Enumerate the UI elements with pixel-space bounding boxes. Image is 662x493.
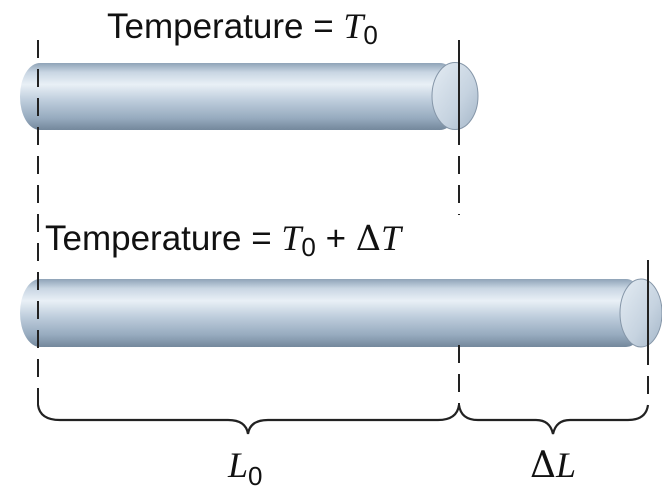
length-label-sub: 0 [248, 461, 262, 491]
top-label-var: T [343, 6, 366, 46]
bottom-label-sub: 0 [301, 232, 315, 262]
length-brace [36, 404, 461, 435]
top-temperature-label: Temperature = T0 [107, 6, 378, 50]
top-label-sub: 0 [363, 20, 377, 50]
bottom-label-delta: Δ [356, 219, 381, 259]
bottom-label-prefix: Temperature = [45, 219, 281, 258]
top-label-prefix: Temperature = [107, 7, 343, 46]
expansion-length-label: ΔL [530, 445, 576, 486]
rod-initial [20, 62, 479, 130]
delta-length-brace [457, 404, 650, 435]
bottom-label-plus: + [316, 219, 356, 258]
rod-expanded [20, 278, 662, 348]
delta-label-delta: Δ [530, 445, 556, 486]
bottom-label-var: T [281, 218, 304, 258]
bottom-temperature-label: Temperature = T0 + ΔT [45, 218, 404, 262]
length-label-var: L [227, 445, 248, 485]
delta-label-var: L [555, 445, 576, 485]
original-length-label: L0 [227, 445, 263, 491]
bottom-label-var2: T [381, 218, 404, 258]
